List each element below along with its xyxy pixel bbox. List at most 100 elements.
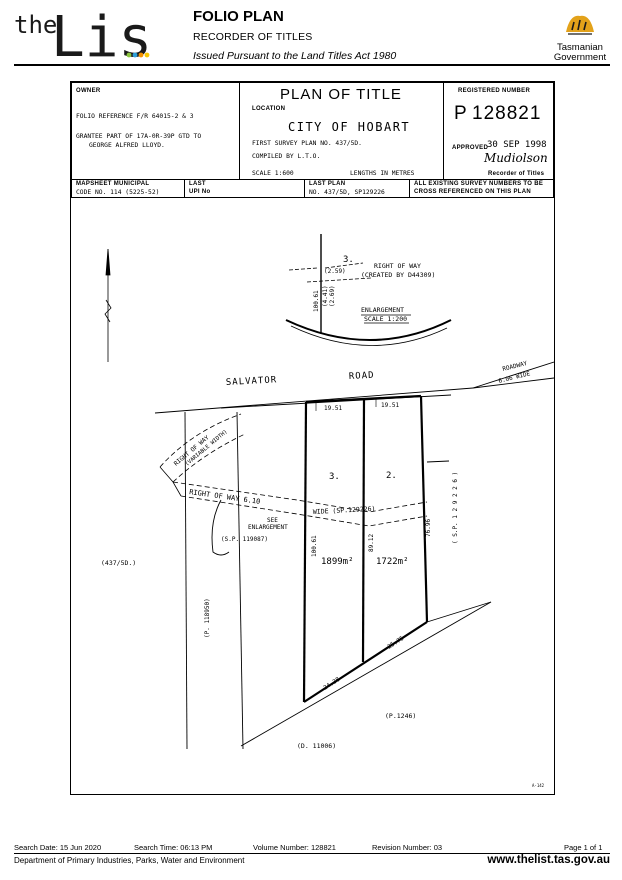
logo-dot-yellow xyxy=(144,52,150,58)
row-main-label: RIGHT OF WAY 6.10 xyxy=(189,488,261,506)
plan437-label: (437/5D.) xyxy=(101,559,136,567)
search-date: Search Date: 15 Jun 2020 xyxy=(14,843,102,852)
row-variable-upper xyxy=(159,413,242,468)
last-plan-label: LAST PLAN xyxy=(309,181,346,187)
p118950-label: (P. 118950) xyxy=(204,598,211,638)
recorder-label: Recorder of Titles xyxy=(488,171,545,177)
volume-number: Volume Number: 128821 xyxy=(253,843,336,852)
lot2-label: 2. xyxy=(386,471,397,481)
row-main-lower xyxy=(180,495,428,527)
survey-note-box: ALL EXISTING SURVEY NUMBERS TO BE CROSS … xyxy=(409,179,554,198)
survey-note-2: CROSS REFERENCED ON THIS PLAN xyxy=(414,189,532,195)
enl-scale: SCALE 1:200 xyxy=(364,315,407,323)
lot3-west-boundary xyxy=(302,401,308,703)
page-subtitle: RECORDER OF TITLES xyxy=(193,31,313,43)
mapsheet-code: CODE No. 114 (5225-52) xyxy=(76,189,160,196)
enl-dim-269: (2.69) xyxy=(329,285,336,307)
enl-row-label: RIGHT OF WAY xyxy=(374,262,421,270)
page-count: Page 1 of 1 xyxy=(564,843,603,852)
registered-number: 128821 xyxy=(472,103,542,124)
mapsheet-label: MAPSHEET MUNICIPAL xyxy=(76,181,150,187)
rear-diagonal-extension xyxy=(426,601,492,623)
lot2-east-boundary xyxy=(419,395,429,623)
gov-line2: Government xyxy=(553,52,607,63)
see-label: SEE xyxy=(267,517,278,524)
act-note: Issued Pursuant to the Land Titles Act 1… xyxy=(193,50,397,62)
plan-title: PLAN OF TITLE xyxy=(280,86,402,103)
folio-reference: FOLIO REFERENCE F/R 64015-2 & 3 xyxy=(76,113,194,120)
parcel-line-east xyxy=(426,460,450,463)
road-name-2: ROAD xyxy=(349,371,375,382)
see-enlargement: ENLARGEMENT xyxy=(248,524,288,531)
dim-2575: 25.75 xyxy=(386,635,405,651)
compiled-by: COMPILED BY L.T.O. xyxy=(252,153,321,160)
corner-ref: A-142 xyxy=(532,783,545,788)
header-rule xyxy=(14,64,610,66)
last-upi-no: UPI No xyxy=(189,189,211,195)
sp119087-label: (S.P. 119087) xyxy=(221,536,268,543)
frontage-dim-lot2: 19.51 xyxy=(381,402,399,409)
row-main-wide: WIDE (SP.129226) xyxy=(313,505,376,516)
lot-rear-boundary xyxy=(303,621,428,703)
page-title: FOLIO PLAN xyxy=(193,8,284,25)
approved-date: 30 SEP 1998 xyxy=(487,140,547,150)
search-time: Search Time: 06:13 PM xyxy=(134,843,213,852)
grantee-name: GEORGE ALFRED LLOYD. xyxy=(89,142,165,149)
last-upi-label: LAST xyxy=(189,181,206,187)
logo-dot-blue xyxy=(132,52,138,58)
sp129226-label: ( S.P. 1 2 9 2 2 6 ) xyxy=(452,472,459,544)
owner-label: OWNER xyxy=(76,88,101,94)
logo-dot-green xyxy=(126,52,132,58)
road-north-extension xyxy=(472,361,554,389)
enl-dim-441: (4.41) xyxy=(322,285,329,307)
department-name: Department of Primary Industries, Parks,… xyxy=(14,856,245,865)
logo-text-the: the xyxy=(14,11,57,39)
row-main-upper xyxy=(172,481,428,513)
frontage-dim-lot3: 19.51 xyxy=(324,405,342,412)
enl-row-line-2 xyxy=(324,262,364,269)
registered-label: REGISTERED NUMBER xyxy=(458,88,531,94)
site-url-link[interactable]: www.thelist.tas.gov.au xyxy=(487,854,610,866)
plan-of-title-sheet: OWNER FOLIO REFERENCE F/R 64015-2 & 3 GR… xyxy=(70,81,555,795)
survey-note-1: ALL EXISTING SURVEY NUMBERS TO BE xyxy=(414,181,544,187)
gov-line1: Tasmanian xyxy=(557,42,603,53)
enl-row-created: (CREATED BY D44309) xyxy=(361,271,435,279)
enl-row-line-3 xyxy=(306,277,372,283)
dim-8912: 89.12 xyxy=(368,534,375,552)
lot-dividing-boundary xyxy=(361,398,366,663)
rear-diagonal-line xyxy=(240,601,492,747)
parcel-line-west xyxy=(184,411,188,750)
thylacine-emblem-icon xyxy=(566,15,594,35)
dim-7696: 76.96 xyxy=(425,519,432,537)
enl-lot-label: 3. xyxy=(343,255,354,265)
footer-rule xyxy=(14,853,610,854)
row-west-end xyxy=(159,466,182,497)
parcel-line-mid xyxy=(236,411,244,750)
lot2-area: 1722m² xyxy=(376,557,409,567)
scale: SCALE 1:600 xyxy=(252,170,294,177)
revision-number: Revision Number: 03 xyxy=(372,843,443,852)
enl-road-arc-inner xyxy=(290,325,448,346)
road-south-extension xyxy=(472,377,554,389)
grantee: GRANTEE PART OF 17A-0R-39P GTD TO xyxy=(76,133,202,140)
parcel-curve xyxy=(211,499,230,556)
lengths-note: LENGTHS IN METRES xyxy=(350,170,415,177)
location-value: CITY OF HOBART xyxy=(288,120,411,134)
enl-row-line-1 xyxy=(288,267,318,271)
enl-dim-259: (2.59) xyxy=(324,268,346,275)
enl-dim-10061: 100.61 xyxy=(313,290,320,312)
logo-text-list: List xyxy=(51,6,154,62)
first-survey-plan: FIRST SURVEY PLAN No. 437/5D. xyxy=(252,140,362,147)
tasmanian-government-logo: Tasmanian Government xyxy=(548,6,612,63)
lot3-area: 1899m² xyxy=(321,557,354,567)
location-label: LOCATION xyxy=(252,106,286,112)
logo-dot-orange xyxy=(138,52,144,58)
registered-box: REGISTERED NUMBER P 128821 APPROVED 30 S… xyxy=(443,82,554,180)
enl-title: ENLARGEMENT xyxy=(361,306,404,314)
north-arrow-icon xyxy=(104,248,112,362)
p1246-label: (P.1246) xyxy=(385,712,416,720)
enl-road-arc xyxy=(285,319,452,341)
lot-frontage-boundary xyxy=(305,394,422,404)
survey-drawing: 3. RIGHT OF WAY (CREATED BY D44309) (2.5… xyxy=(101,234,554,788)
row-variable-lower xyxy=(172,433,246,483)
